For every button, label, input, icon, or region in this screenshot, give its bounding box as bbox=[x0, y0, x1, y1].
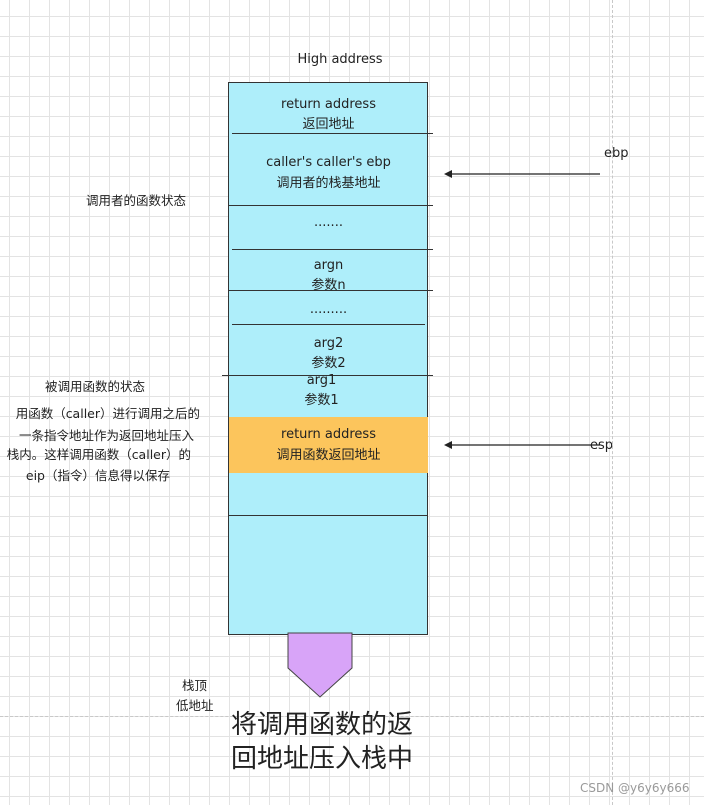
dashed-guide-horizontal bbox=[0, 716, 704, 717]
note-line: 一条指令地址作为返回地址压入 bbox=[18, 428, 194, 443]
stack-top-pointer-shape bbox=[287, 632, 353, 698]
cell-argn-cn: 参数n bbox=[311, 278, 346, 293]
stack-top-label: 栈顶 bbox=[182, 678, 208, 693]
cell-arg2-cn: 参数2 bbox=[311, 356, 346, 371]
cell-callers-ebp-label: caller's caller's ebp bbox=[266, 155, 391, 170]
stack-frame-column bbox=[228, 82, 428, 635]
stack-divider bbox=[232, 324, 425, 325]
stack-divider bbox=[229, 290, 433, 291]
high-address-label: High address bbox=[297, 52, 383, 67]
ebp-arrowhead bbox=[444, 170, 452, 178]
caption-line: 将调用函数的返 bbox=[230, 710, 413, 740]
cell-return-address-label: return address bbox=[281, 97, 376, 112]
cell-callee-return-address-label: return address bbox=[281, 427, 376, 442]
cell-return-address-cn: 返回地址 bbox=[302, 117, 355, 132]
cell-callers-ebp-cn: 调用者的栈基地址 bbox=[276, 176, 381, 191]
watermark: CSDN @y6y6y666 bbox=[580, 781, 690, 795]
cell-arg1-label: arg1 bbox=[306, 373, 337, 388]
esp-arrowhead bbox=[444, 441, 452, 449]
cell-argn-label: argn bbox=[313, 258, 344, 273]
low-address-label: 低地址 bbox=[176, 698, 214, 713]
cell-ellipsis: ......... bbox=[309, 302, 348, 317]
stack-divider bbox=[229, 515, 428, 516]
note-line: 用函数（caller）进行调用之后的 bbox=[15, 406, 200, 421]
dashed-guide-vertical bbox=[612, 0, 613, 805]
stack-divider bbox=[222, 375, 433, 376]
cell-callee-return-address-cn: 调用函数返回地址 bbox=[276, 448, 381, 463]
cell-arg1-cn: 参数1 bbox=[304, 393, 339, 408]
caller-state-label: 调用者的函数状态 bbox=[86, 193, 187, 208]
caption: 将调用函数的返 回地址压入栈中 bbox=[214, 708, 430, 776]
return-address-highlight-cell bbox=[229, 417, 428, 473]
caption-line: 回地址压入栈中 bbox=[230, 744, 413, 774]
cell-ellipsis: ....... bbox=[314, 215, 343, 230]
stack-divider bbox=[229, 205, 433, 206]
esp-register-label: esp bbox=[590, 438, 614, 453]
stack-divider bbox=[232, 133, 433, 134]
callee-state-label: 被调用函数的状态 bbox=[45, 379, 146, 394]
note-line: 栈内。这样调用函数（caller）的 bbox=[6, 447, 191, 462]
cell-arg2-label: arg2 bbox=[313, 336, 344, 351]
note-line: eip（指令）信息得以保存 bbox=[25, 468, 170, 483]
stack-divider bbox=[232, 249, 433, 250]
ebp-register-label: ebp bbox=[604, 146, 629, 161]
